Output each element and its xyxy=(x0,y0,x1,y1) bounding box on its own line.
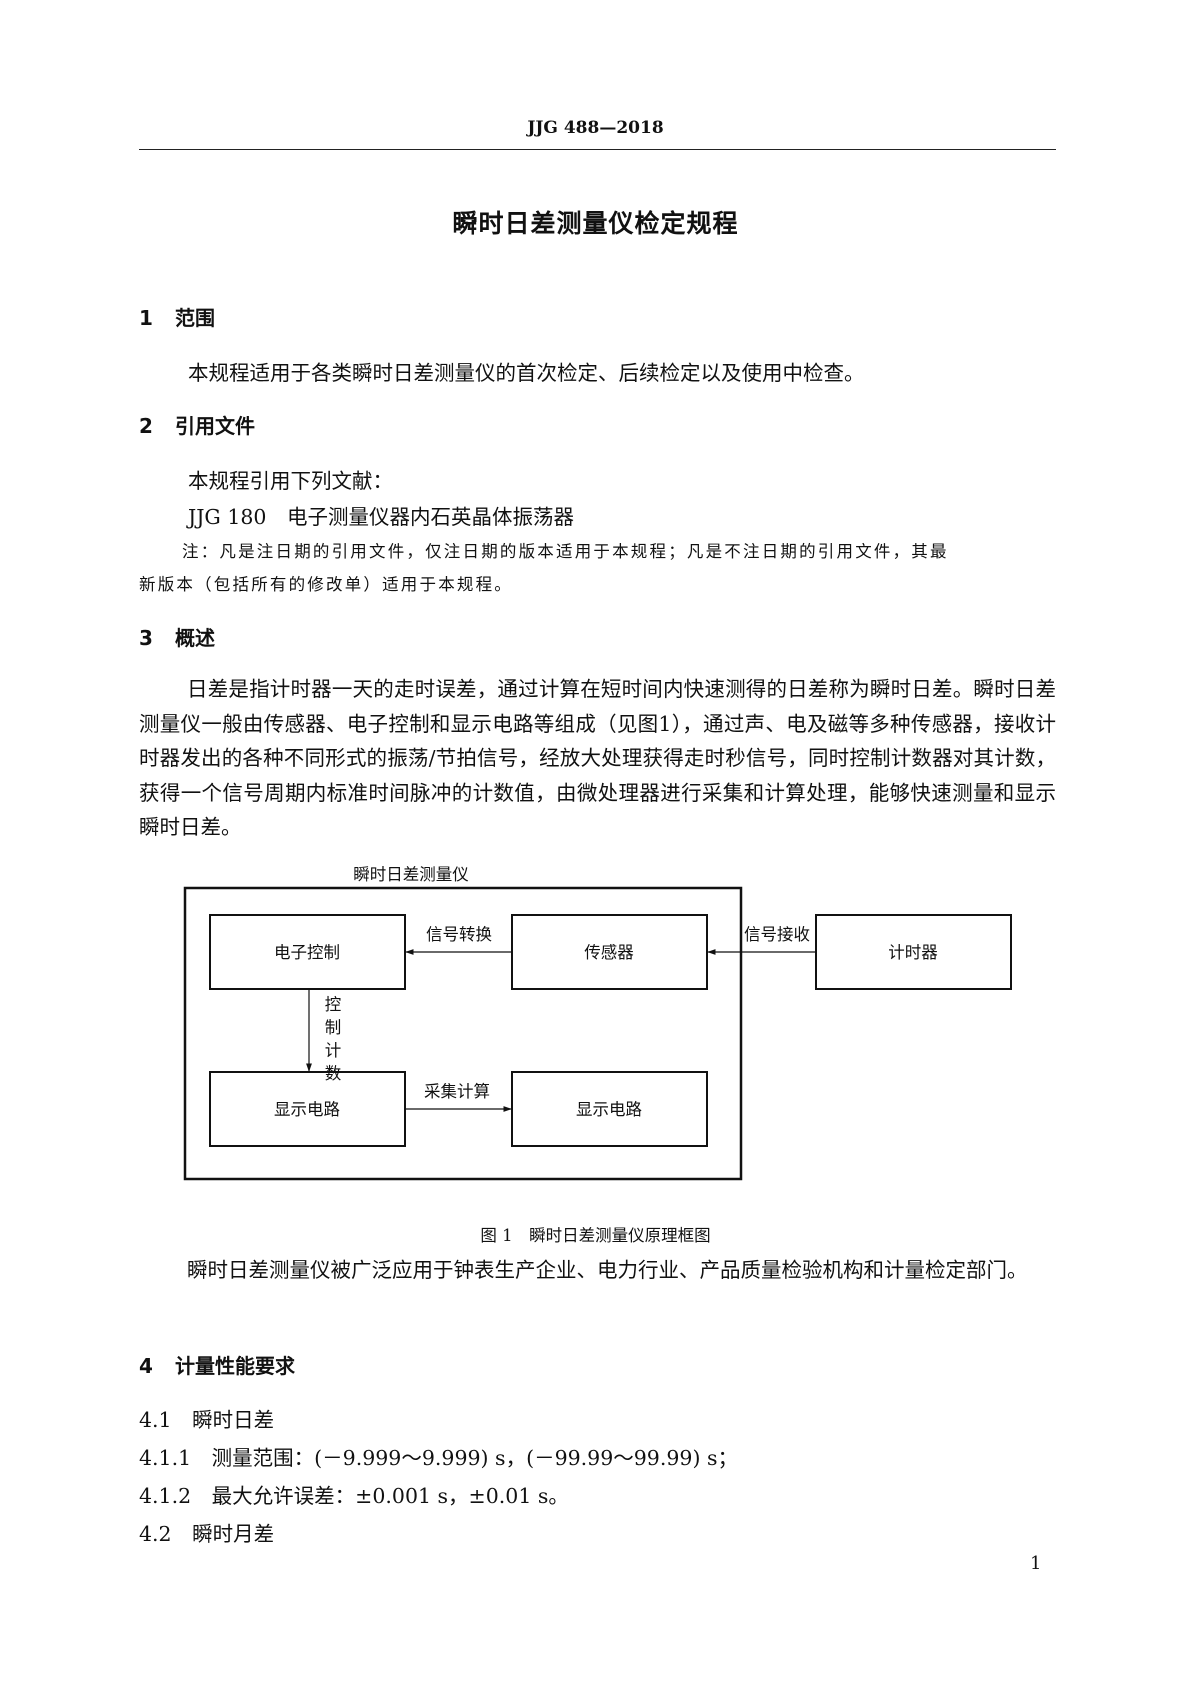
arrow-signal-convert-label: 信号转换 xyxy=(426,925,492,944)
section-2-note-line1: 注：凡是注日期的引用文件，仅注日期的版本适用于本规程；凡是不注日期的引用文件，其… xyxy=(182,542,949,561)
section-3-heading: 3 概述 xyxy=(139,622,215,651)
block-diagram: 瞬时日差测量仪 电子控制 传感器 计时器 显示电路 显示电路 信号转换 信号接收… xyxy=(183,865,1012,1181)
box-sensor-label: 传感器 xyxy=(584,943,634,962)
box-timer-label: 计时器 xyxy=(888,943,938,962)
running-header: JJG 488—2018 xyxy=(527,118,664,138)
section-4-number: 4 xyxy=(139,1354,153,1378)
box-display-left-label: 显示电路 xyxy=(274,1100,341,1119)
section-4-title: 计量性能要求 xyxy=(175,1354,295,1378)
box-electronic-control-label: 电子控制 xyxy=(274,943,340,962)
section-4-heading: 4 计量性能要求 xyxy=(139,1350,295,1379)
header-rule xyxy=(139,149,1056,150)
arrow-control-count-char-4: 数 xyxy=(325,1064,342,1083)
arrow-control-count-char-1: 控 xyxy=(325,995,342,1014)
arrow-control-count-char-2: 制 xyxy=(325,1018,342,1037)
section-2-note-line2: 新版本（包括所有的修改单）适用于本规程。 xyxy=(139,575,513,594)
section-1-heading: 1 范围 xyxy=(139,302,215,331)
document-title: 瞬时日差测量仪检定规程 xyxy=(452,209,739,238)
item-4-1-1: 4.1.1 测量范围：(－9.999～9.999) s，(－99.99～99.9… xyxy=(139,1446,738,1470)
page-number: 1 xyxy=(1030,1553,1042,1574)
section-3-paragraph-1: 日差是指计时器一天的走时误差，通过计算在短时间内快速测得的日差称为瞬时日差。瞬时… xyxy=(139,677,1056,839)
section-1-title: 范围 xyxy=(175,306,215,330)
item-4-1: 4.1 瞬时日差 xyxy=(139,1408,275,1432)
arrow-collect-calc-label: 采集计算 xyxy=(424,1082,490,1101)
section-1-number: 1 xyxy=(139,306,153,330)
section-1-text: 本规程适用于各类瞬时日差测量仪的首次检定、后续检定以及使用中检查。 xyxy=(188,361,865,385)
section-2-number: 2 xyxy=(139,414,153,438)
arrow-control-count-char-3: 计 xyxy=(325,1041,342,1060)
section-3-paragraph-2: 瞬时日差测量仪被广泛应用于钟表生产企业、电力行业、产品质量检验机构和计量检定部门… xyxy=(187,1258,1028,1282)
box-display-right-label: 显示电路 xyxy=(576,1100,643,1119)
section-3-title: 概述 xyxy=(175,626,215,650)
section-3-number: 3 xyxy=(139,626,153,650)
box-display-right xyxy=(511,1071,708,1147)
figure-caption: 图 1 瞬时日差测量仪原理框图 xyxy=(480,1226,711,1245)
section-2-intro: 本规程引用下列文献： xyxy=(188,469,393,493)
box-electronic-control xyxy=(209,914,406,990)
item-4-1-2: 4.1.2 最大允许误差：±0.001 s，±0.01 s。 xyxy=(139,1484,569,1508)
outer-frame-label: 瞬时日差测量仪 xyxy=(353,865,469,884)
section-2-title: 引用文件 xyxy=(175,414,255,438)
outer-frame xyxy=(183,886,743,1181)
arrow-signal-receive-label: 信号接收 xyxy=(744,925,810,944)
section-2-heading: 2 引用文件 xyxy=(139,410,255,439)
section-2-reference: JJG 180 电子测量仪器内石英晶体振荡器 xyxy=(188,505,574,529)
item-4-2: 4.2 瞬时月差 xyxy=(139,1522,275,1546)
